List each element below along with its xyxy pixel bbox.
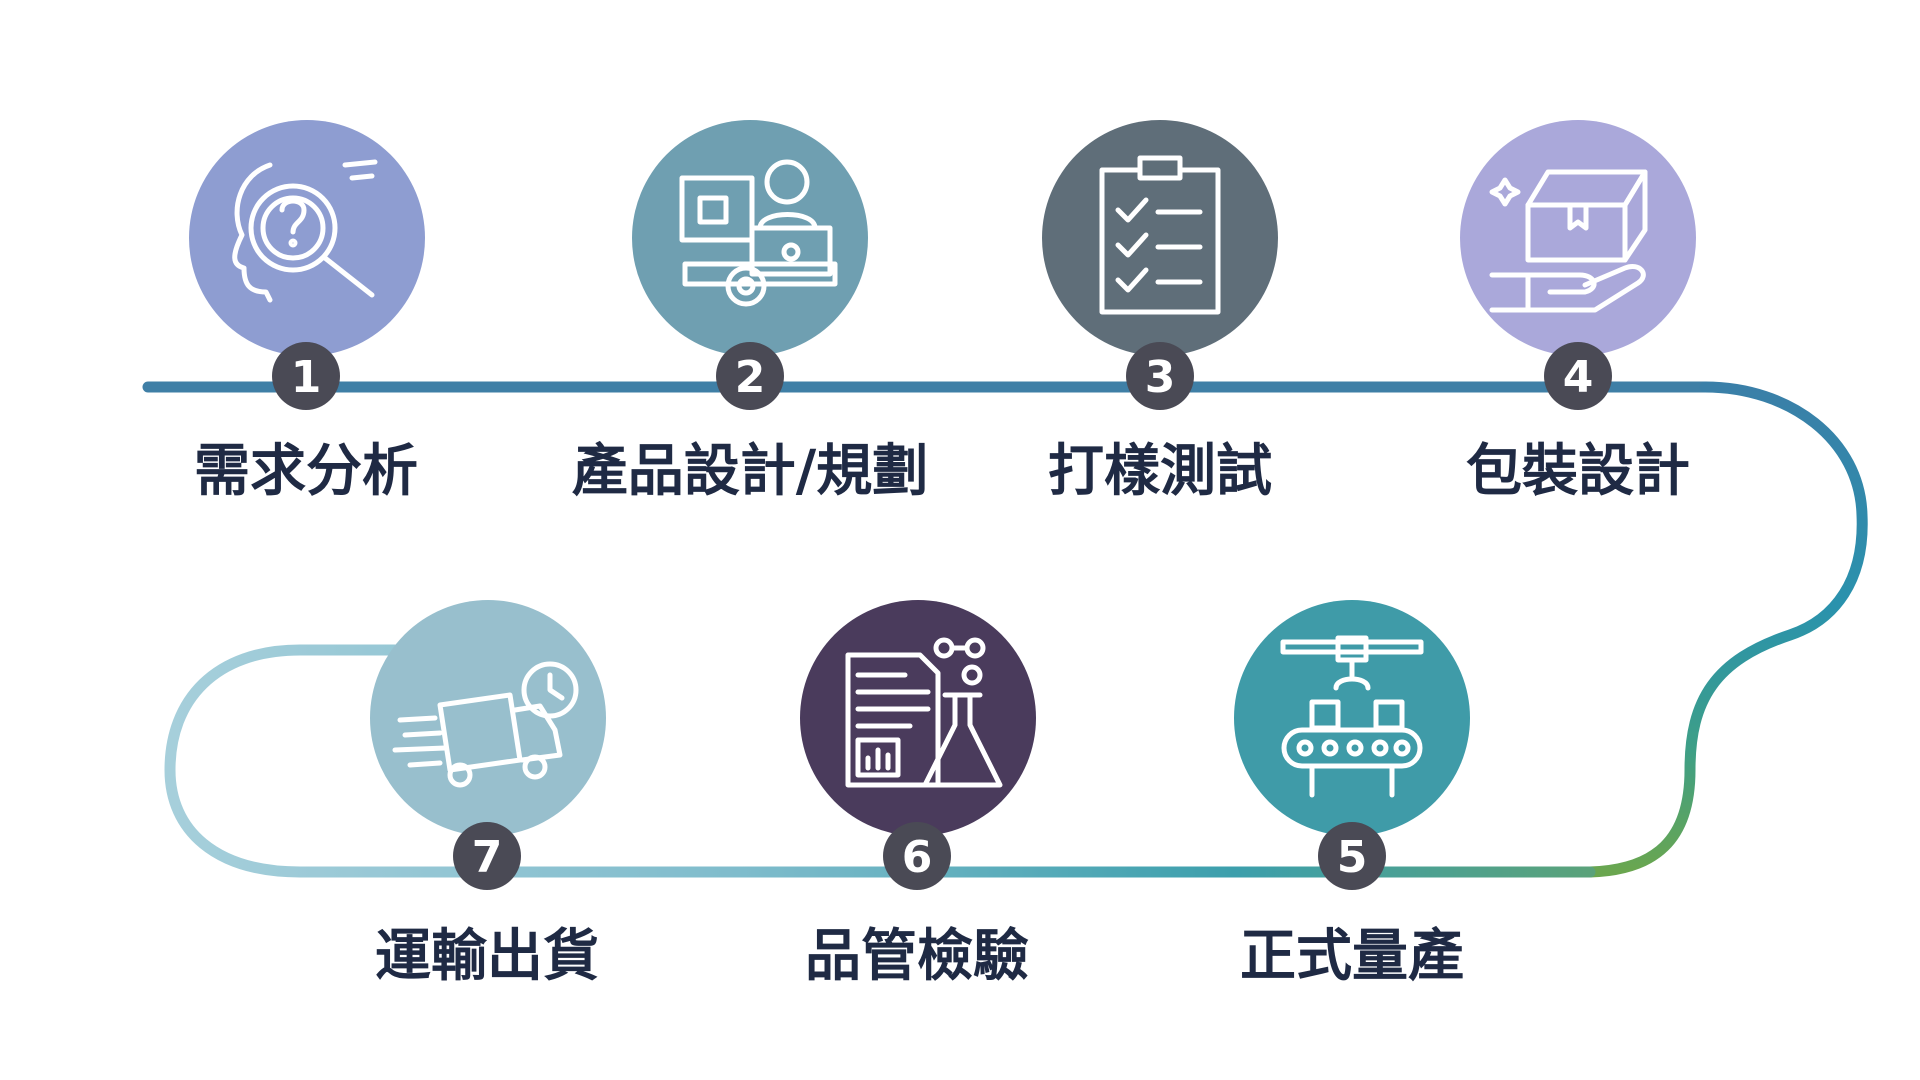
report-flask-icon [845, 637, 1003, 788]
flow-path [142, 381, 1868, 878]
step-3-label: 打樣測試 [1048, 439, 1272, 504]
head-lightbulb-magnifier-icon [232, 159, 378, 303]
step-6-circle [800, 600, 1036, 836]
step-5: 5 正式量產 [1234, 600, 1470, 989]
step-3-number: 3 [1145, 352, 1176, 403]
step-1-label: 需求分析 [194, 439, 418, 504]
step-3-badge [1126, 342, 1194, 410]
step-7: 7 運輸出貨 [370, 600, 606, 989]
step-3: 3 打樣測試 [1042, 120, 1278, 504]
step-1-badge [272, 342, 340, 410]
step-5-badge [1318, 822, 1386, 890]
step-5-number: 5 [1337, 832, 1368, 883]
step-2-number: 2 [735, 352, 766, 403]
step-6-label: 品管檢驗 [805, 924, 1029, 989]
clipboard-checklist-icon [1099, 155, 1221, 315]
conveyor-robot-arm-icon [1280, 635, 1424, 798]
step-1: 1 需求分析 [189, 120, 425, 504]
step-1-circle [189, 120, 425, 356]
designer-blueprint-gear-icon [679, 159, 838, 307]
step-7-badge [453, 822, 521, 890]
step-5-circle [1234, 600, 1470, 836]
delivery-truck-clock-icon [392, 661, 579, 788]
step-6-badge [883, 822, 951, 890]
step-4: 4 包裝設計 [1460, 120, 1696, 504]
step-7-number: 7 [472, 832, 503, 883]
step-4-circle [1460, 120, 1696, 356]
step-5-label: 正式量產 [1240, 924, 1464, 989]
step-7-label: 運輸出貨 [375, 924, 599, 989]
step-7-circle [370, 600, 606, 836]
step-3-circle [1042, 120, 1278, 356]
step-4-badge [1544, 342, 1612, 410]
step-4-label: 包裝設計 [1466, 439, 1690, 504]
step-2: 2 產品設計/規劃 [572, 120, 928, 504]
step-6: 6 品管檢驗 [800, 600, 1036, 989]
step-4-number: 4 [1563, 352, 1594, 403]
hand-holding-box-icon [1489, 169, 1648, 313]
step-6-number: 6 [902, 832, 933, 883]
step-1-number: 1 [291, 352, 322, 403]
step-2-label: 產品設計/規劃 [572, 439, 928, 504]
step-2-badge [716, 342, 784, 410]
